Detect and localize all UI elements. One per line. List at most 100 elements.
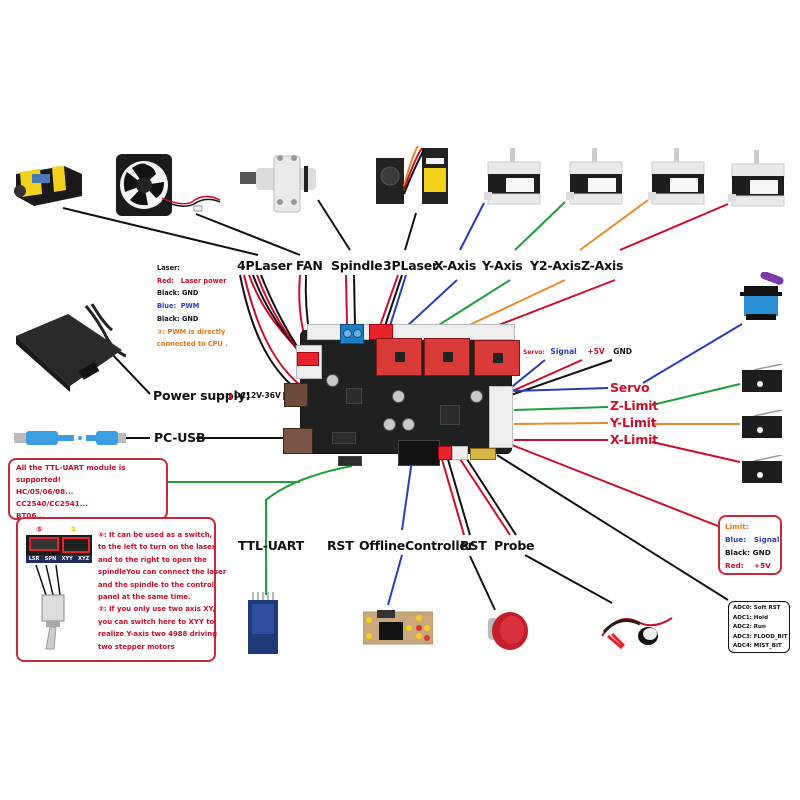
laser-module-image bbox=[8, 156, 86, 211]
jumper-text-line: to the left to turn on the laser bbox=[98, 543, 216, 552]
usb-port bbox=[283, 428, 313, 454]
laser-blue-value: PWM bbox=[180, 302, 200, 311]
servo-pinout: Servo: Signal +5V GND bbox=[523, 347, 632, 356]
label-probe: Probe bbox=[494, 538, 535, 553]
label-servo: Servo bbox=[610, 380, 650, 395]
4plaser-connector bbox=[297, 352, 319, 366]
capacitor bbox=[326, 374, 339, 387]
label-ttl-uart: TTL-UART bbox=[238, 538, 304, 553]
wire-laser-module bbox=[62, 207, 259, 256]
servo-image bbox=[738, 271, 788, 324]
pwm-note-line2: connected to CPU . bbox=[157, 340, 228, 349]
usb-cable-image bbox=[14, 428, 126, 448]
label-x-limit: X-Limit bbox=[610, 432, 658, 447]
stepper-motor-y-image bbox=[566, 148, 626, 208]
probe-connector bbox=[452, 446, 468, 460]
adc-pinout-box: ADC0: Soft RST ADC1: Hold ADC2: Run ADC3… bbox=[728, 601, 790, 653]
stepper-motor-x-image bbox=[484, 148, 544, 208]
laser-black2-value: GND bbox=[181, 314, 199, 323]
ttl-line: HC/05/06/08... bbox=[16, 487, 74, 496]
adc-line: ADC0: Soft RST bbox=[733, 605, 781, 611]
laser-black-key: Black: bbox=[157, 289, 180, 298]
limit-black-key: Black: bbox=[725, 548, 751, 557]
dc-jack bbox=[284, 383, 308, 407]
laser-red-value: Laser power bbox=[180, 276, 227, 285]
probe-image bbox=[598, 602, 674, 652]
fan-image bbox=[112, 152, 224, 220]
laser-red-key: Red: bbox=[157, 276, 174, 285]
adc-line: ADC3: FLOOD_BIT bbox=[733, 633, 788, 640]
bluetooth-module-image bbox=[248, 592, 280, 656]
label-offline-controller: OfflineController bbox=[359, 538, 474, 553]
servo-gnd: GND bbox=[613, 347, 632, 356]
limit-pinout-box: Limit: Blue: Signal Black: GND Red: +5V bbox=[718, 515, 782, 575]
limit-black-value: GND bbox=[752, 548, 771, 557]
wire-y2-motor bbox=[579, 199, 649, 251]
limit-red-value: +5V bbox=[753, 561, 771, 570]
servo-5v: +5V bbox=[587, 347, 605, 356]
capacitor bbox=[470, 390, 483, 403]
limit-red-key: Red: bbox=[725, 561, 744, 570]
jumper-text-line: ⑤: It can be used as a switch, bbox=[98, 531, 213, 539]
jumper-description: ⑤: It can be used as a switch, to the le… bbox=[98, 529, 227, 653]
ttl-line: All the TTL-UART module is supported! bbox=[16, 463, 126, 484]
label-rst-1: RST bbox=[327, 538, 354, 553]
pin-label: XYZ bbox=[78, 556, 90, 562]
wire-y-motor bbox=[514, 201, 566, 251]
jumper-text-line: you can switch here to XYY to bbox=[98, 617, 215, 626]
spindle-image bbox=[236, 148, 336, 218]
pin-label: SPN bbox=[44, 556, 57, 562]
marker-5: ⑤ bbox=[36, 525, 43, 534]
laser-black-value: GND bbox=[181, 289, 199, 298]
limit-switch-x-image bbox=[740, 454, 784, 485]
offline-controller-image bbox=[362, 610, 434, 646]
pwm-note-line1: ③: PWM is directly bbox=[157, 327, 226, 336]
wire-3plaser bbox=[404, 212, 417, 251]
label-y-axis: Y-Axis bbox=[482, 258, 523, 273]
stepper-driver-z bbox=[474, 340, 520, 376]
laser-black2-key: Black: bbox=[157, 314, 180, 323]
stepper-driver-x bbox=[376, 338, 422, 376]
laser-blue-key: Blue: bbox=[157, 302, 177, 311]
offline-controller-header bbox=[398, 440, 440, 466]
ttl-line: BT06... bbox=[16, 511, 45, 520]
capacitor bbox=[402, 418, 415, 431]
jumper-text-line: spindleYou can connect the laser bbox=[98, 568, 227, 577]
label-spindle: Spindle bbox=[331, 258, 383, 273]
limit-blue-key: Blue: bbox=[725, 535, 747, 544]
capacitor bbox=[383, 418, 396, 431]
stepper-motor-y2-image bbox=[648, 148, 708, 208]
label-4plaser: 4PLaser bbox=[237, 258, 292, 273]
pin-header-gold bbox=[470, 448, 496, 460]
jumper-text-line: two stepper motors bbox=[98, 642, 175, 651]
wire-spindle bbox=[317, 199, 351, 251]
mcu-chip bbox=[440, 405, 460, 425]
jumper-switch-box: ⑤ ② LSR SPN XYY XYZ ⑤: It can be used as… bbox=[16, 517, 227, 662]
power-supply-image bbox=[8, 300, 127, 392]
ttl-uart-support-box: All the TTL-UART module is supported! HC… bbox=[8, 458, 168, 520]
regulator-chip bbox=[346, 388, 362, 404]
3p-laser-image bbox=[374, 145, 450, 208]
label-power-supply: Power supply: bbox=[153, 388, 251, 403]
adc-line: ADC2: Run bbox=[733, 624, 766, 630]
label-rst-2: RST bbox=[460, 538, 487, 553]
limit-title: Limit: bbox=[725, 522, 749, 531]
limit-switch-y-image bbox=[740, 409, 784, 440]
servo-prefix: Servo: bbox=[523, 349, 545, 356]
wire-z-motor bbox=[619, 203, 729, 251]
jumper-text-line: ②: If you only use two axis XY, bbox=[98, 605, 215, 614]
adc-line: ADC4: MIST_BIT bbox=[733, 643, 782, 649]
laser-pinout-note: Laser: Red: Laser power Black: GND Blue:… bbox=[157, 262, 228, 351]
laser-note-title: Laser: bbox=[157, 264, 180, 272]
wire-fan bbox=[195, 213, 301, 256]
limit-blue-value: Signal bbox=[753, 535, 780, 544]
power-voltage-value: DC12V-36V bbox=[234, 391, 281, 400]
usb-serial-chip bbox=[332, 432, 356, 444]
label-y-limit: Y-Limit bbox=[610, 415, 657, 430]
uart-connector bbox=[338, 456, 362, 466]
ttl-line: CC2540/CC2541... bbox=[16, 499, 88, 508]
jumper-text-line: and to the right to open the bbox=[98, 555, 207, 564]
rst-connector bbox=[438, 446, 452, 460]
spindle-terminal bbox=[340, 324, 364, 344]
jumper-text-line: and the spindle to the control bbox=[98, 580, 215, 589]
